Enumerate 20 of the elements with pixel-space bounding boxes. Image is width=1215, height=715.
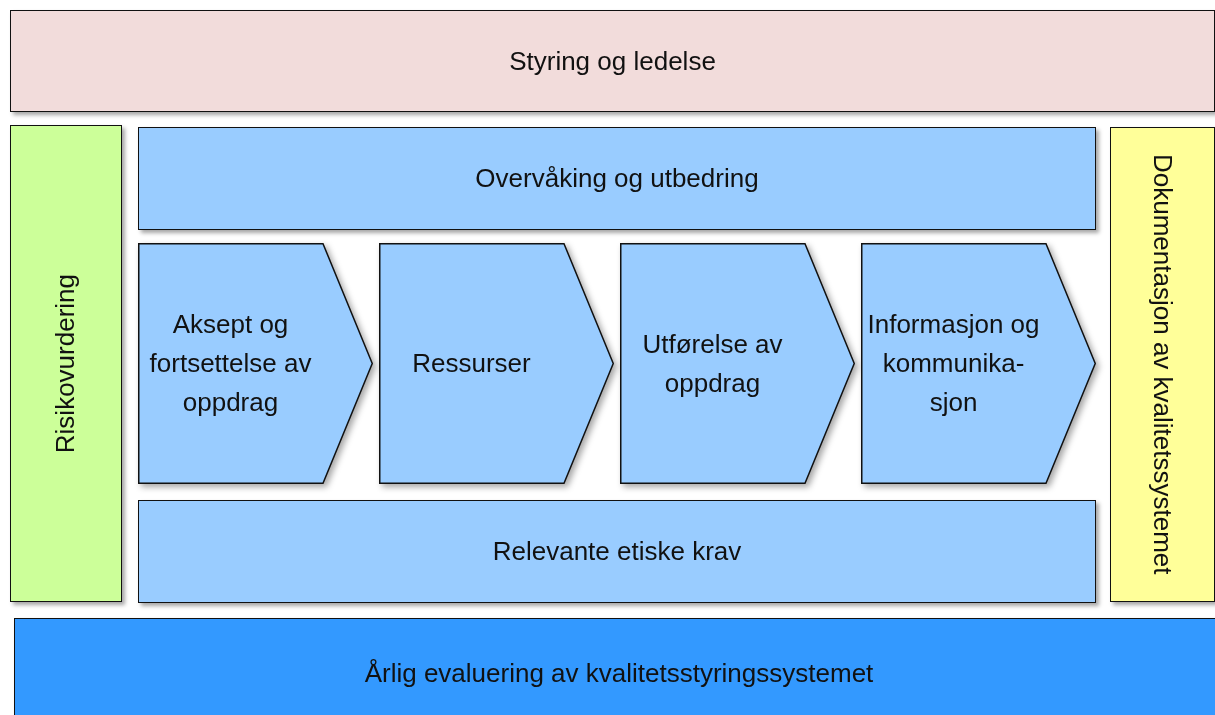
step-label: Informasjon og kommunika- sjon bbox=[866, 308, 1041, 419]
band-label: Årlig evaluering av kvalitetsstyringssystemet bbox=[364, 656, 874, 690]
chevron-shape bbox=[379, 243, 614, 484]
side-label: Dokumentasjon av kvalitetssystemet bbox=[1147, 154, 1178, 575]
band-label: Styring og ledelse bbox=[509, 44, 716, 78]
step-label: Aksept og fortsettelse av oppdrag bbox=[148, 308, 313, 419]
chevron-shape bbox=[861, 243, 1096, 484]
process-band bbox=[14, 618, 1215, 715]
chevron-shape bbox=[138, 243, 373, 484]
process-band bbox=[138, 500, 1096, 603]
side-band bbox=[1110, 127, 1215, 602]
chevron-shape bbox=[620, 243, 855, 484]
side-label: Risikovurdering bbox=[51, 273, 81, 454]
step-label: Utførelse av oppdrag bbox=[641, 327, 784, 400]
step-label: Ressurser bbox=[411, 347, 532, 380]
band-label: Relevante etiske krav bbox=[492, 535, 742, 568]
process-band bbox=[138, 127, 1096, 230]
band-label: Overvåking og utbedring bbox=[475, 162, 759, 195]
side-band bbox=[10, 125, 122, 602]
process-band bbox=[10, 10, 1215, 112]
